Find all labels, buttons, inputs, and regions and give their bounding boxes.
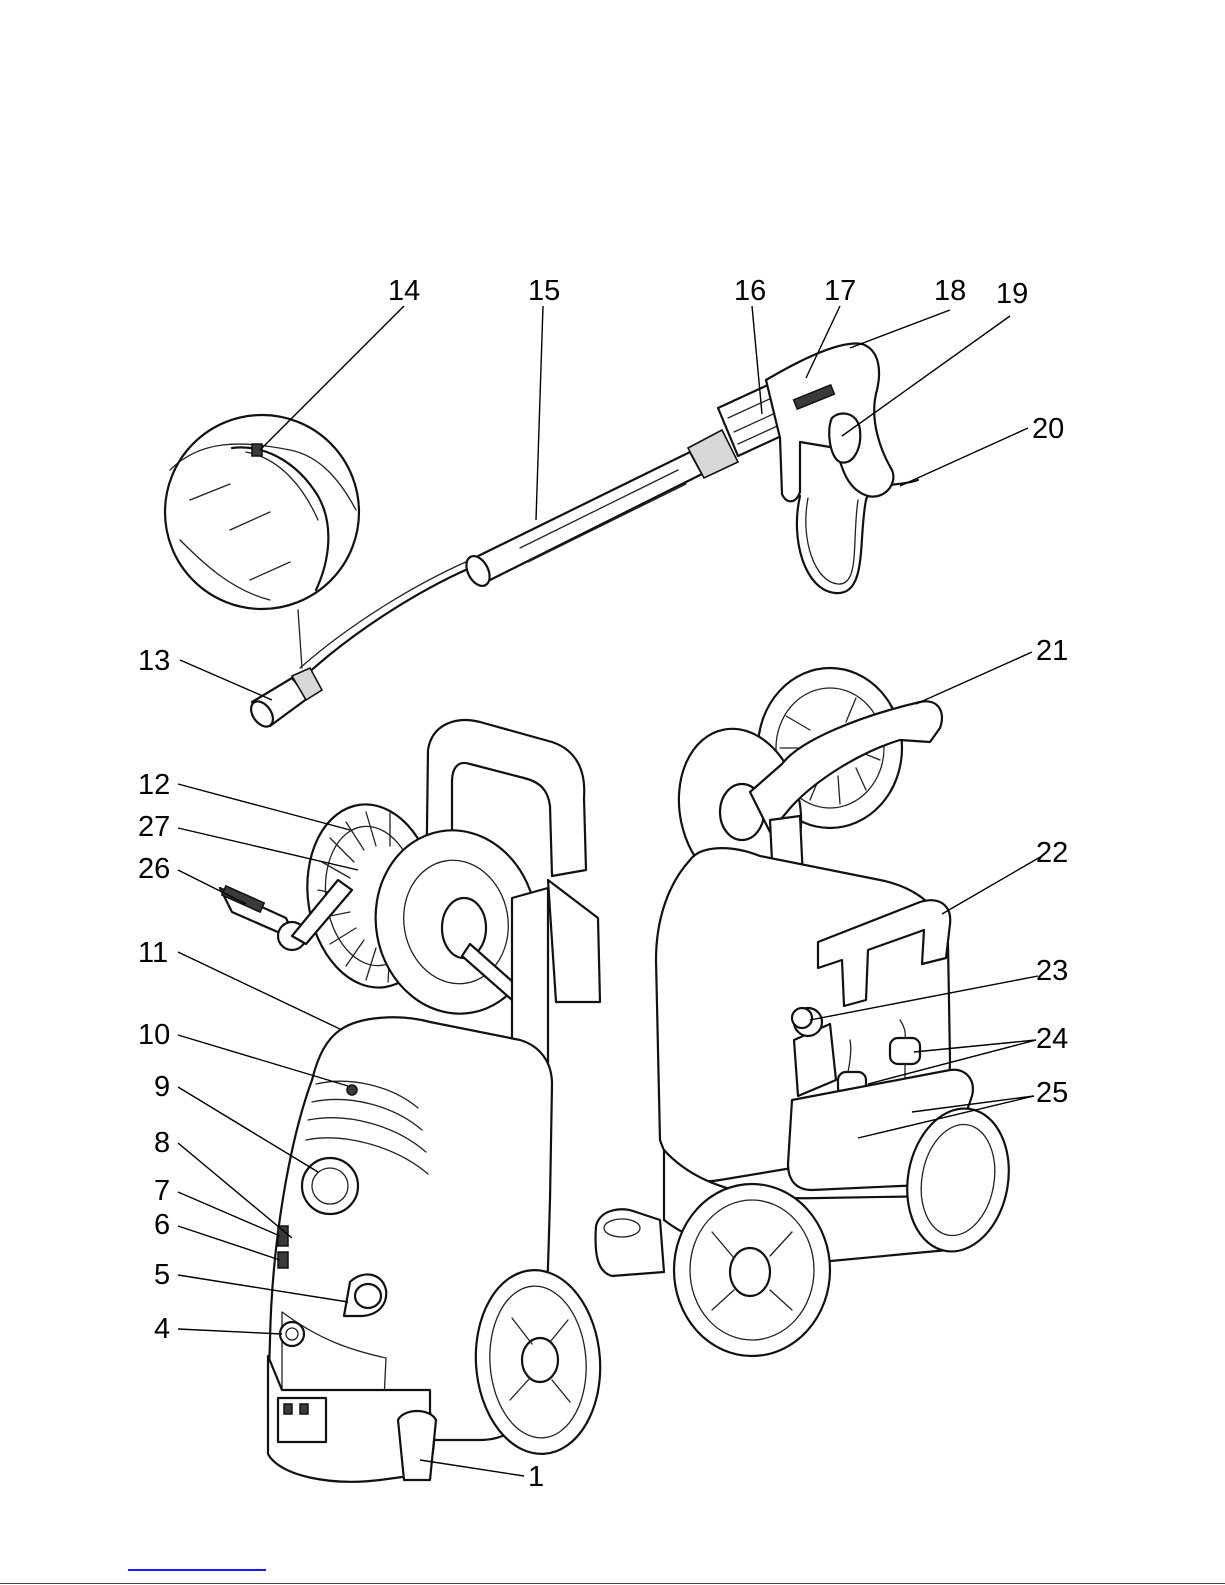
callout-10: 10 (138, 1019, 170, 1051)
detail-zoom-circle (165, 415, 359, 668)
callout-22: 22 (1036, 837, 1068, 869)
callout-25: 25 (1036, 1077, 1068, 1109)
callout-27: 27 (138, 811, 170, 843)
callout-20: 20 (1032, 413, 1064, 445)
callout-11: 11 (138, 937, 168, 969)
callout-18: 18 (934, 275, 966, 307)
callout-8: 8 (154, 1127, 170, 1159)
callout-23: 23 (1036, 955, 1068, 987)
front-pressure-washer (220, 720, 606, 1482)
callout-5: 5 (154, 1259, 170, 1291)
callout-6: 6 (154, 1209, 170, 1241)
rear-pressure-washer (596, 668, 1020, 1356)
footer-link-underline[interactable] (128, 1569, 266, 1571)
callout-15: 15 (528, 275, 560, 307)
callout-17: 17 (824, 275, 856, 307)
callout-19: 19 (996, 278, 1028, 310)
page-bottom-rule (0, 1583, 1225, 1584)
callout-1: 1 (528, 1461, 544, 1493)
callout-14: 14 (388, 275, 420, 307)
callout-4: 4 (154, 1313, 170, 1345)
callout-26: 26 (138, 853, 170, 885)
callout-12: 12 (138, 769, 170, 801)
callout-9: 9 (154, 1071, 170, 1103)
callout-24: 24 (1036, 1023, 1068, 1055)
callout-13: 13 (138, 645, 170, 677)
callout-21: 21 (1036, 635, 1068, 667)
callout-16: 16 (734, 275, 766, 307)
callout-7: 7 (154, 1175, 170, 1207)
